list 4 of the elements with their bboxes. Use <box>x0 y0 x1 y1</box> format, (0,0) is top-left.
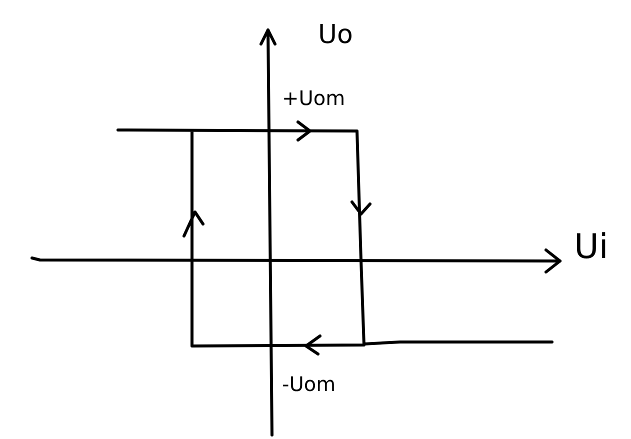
axis-label: Uo <box>318 22 353 48</box>
axis-label: Ui <box>574 230 608 264</box>
axis-label: -Uom <box>282 374 336 394</box>
axis-label: +Uom <box>282 88 346 108</box>
